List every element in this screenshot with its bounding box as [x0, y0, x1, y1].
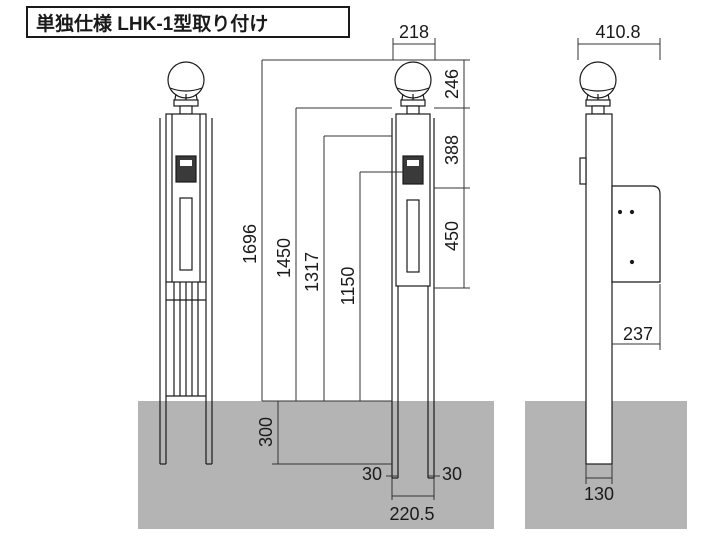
dim-side-width: 410.8: [595, 22, 640, 42]
dim-height-1450: 1450: [274, 238, 294, 278]
intercom-a: [175, 155, 197, 183]
dim-height-1150: 1150: [338, 267, 358, 306]
dim-leg-left: 30: [362, 464, 382, 484]
dimension-lines-front: [261, 38, 470, 500]
lamp-globe-a: [167, 61, 205, 99]
ground-left: [138, 401, 494, 529]
lamp-globe-side: [579, 61, 617, 99]
dim-buried-depth: 300: [256, 417, 276, 447]
mailbox-slot-a: [179, 197, 193, 271]
side-view: [579, 61, 661, 465]
dim-leg-right: 30: [442, 464, 462, 484]
dim-base-width: 220.5: [389, 504, 434, 524]
mailbox-side: [611, 185, 661, 283]
diagram-title: 単独仕様 LHK-1型取り付け: [26, 6, 350, 38]
dim-head-height: 246: [442, 69, 462, 99]
front-view-dimensioned: [391, 61, 435, 479]
post-side: [585, 113, 613, 465]
dim-height-1317: 1317: [302, 252, 322, 292]
mailbox-slot-b: [406, 199, 420, 273]
intercom-side: [579, 157, 587, 185]
dim-total-height: 1696: [240, 224, 260, 264]
dimension-lines-side: [577, 38, 661, 484]
front-view-legs: [159, 61, 213, 465]
dim-upper-section: 388: [442, 135, 462, 165]
dim-post-width: 130: [584, 484, 614, 504]
dim-side-clearance: 237: [623, 324, 653, 344]
lamp-globe-b: [394, 61, 432, 99]
dim-mailbox-height: 450: [442, 221, 462, 251]
dim-top-width: 218: [399, 22, 429, 42]
